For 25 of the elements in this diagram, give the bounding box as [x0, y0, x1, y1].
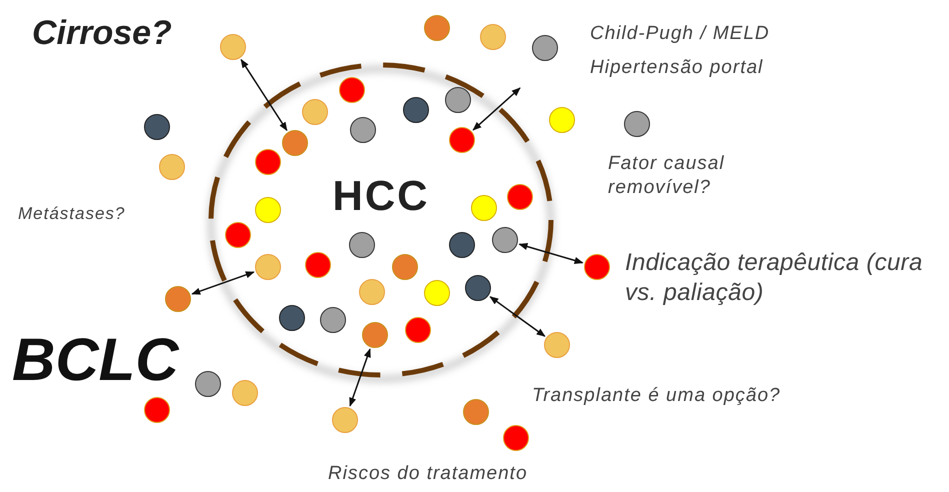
- dot: [624, 111, 650, 137]
- label: Hipertensão portal: [590, 56, 764, 80]
- label: Child-Pugh / MELD: [590, 22, 771, 46]
- heading: BCLC: [12, 325, 179, 395]
- heading: Cirrose?: [32, 13, 172, 54]
- dot: [159, 154, 185, 180]
- label: Metástases?: [18, 203, 126, 224]
- label: Fator causal removível?: [608, 152, 726, 200]
- dot: [195, 371, 221, 397]
- dot: [332, 407, 358, 433]
- dot: [503, 425, 529, 451]
- label: Indicação terapêutica (cura vs. paliação): [625, 248, 924, 308]
- label: Transplante é uma opção?: [532, 384, 782, 408]
- dot: [532, 35, 558, 61]
- dot: [165, 286, 191, 312]
- dot: [584, 254, 610, 280]
- dot: [424, 15, 450, 41]
- dot: [220, 34, 246, 60]
- dot: [549, 107, 575, 133]
- dot: [144, 114, 170, 140]
- label: Riscos do tratamento: [328, 462, 529, 486]
- dot: [232, 380, 258, 406]
- dot: [480, 24, 506, 50]
- dot: [144, 397, 170, 423]
- dot: [463, 399, 489, 425]
